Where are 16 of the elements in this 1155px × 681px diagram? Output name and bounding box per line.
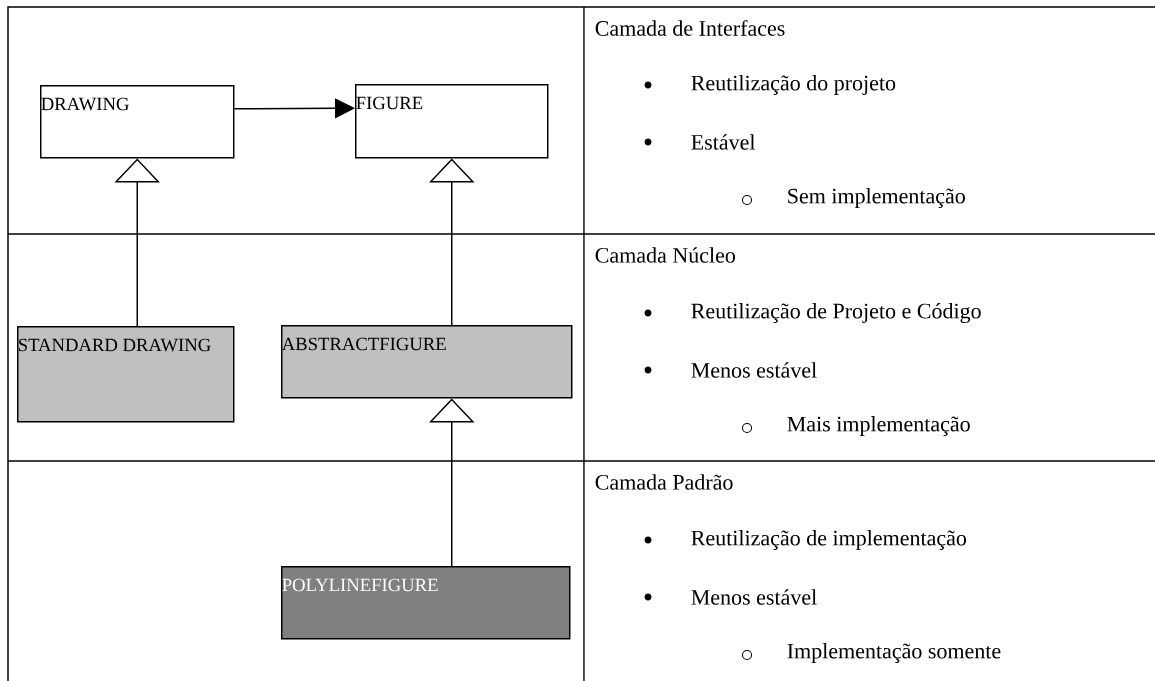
list-text: Menos estável [691,362,817,378]
class-box: ABSTRACTFIGURE [281,325,573,399]
list-text: Sem implementação [788,188,965,208]
list-text: Reutilização de implementação [691,530,967,550]
arrow [233,98,355,119]
list-text: Implementação somente [787,643,1001,663]
list-text: Camada de Interfaces [595,20,785,36]
list-text: Reutilização do projeto [691,75,896,95]
list-text: Mais implementação [787,416,970,436]
list-text: Estável [691,134,756,150]
class-box: STANDARD DRAWING [17,326,235,423]
list-text: Reutilização de Projeto e Código [691,303,981,323]
list-text: Camada Padrão [595,474,733,490]
list-text: Camada Núcleo [595,247,736,263]
class-box: POLYLINEFIGURE [281,566,571,640]
list-text: Menos estável [691,589,817,605]
